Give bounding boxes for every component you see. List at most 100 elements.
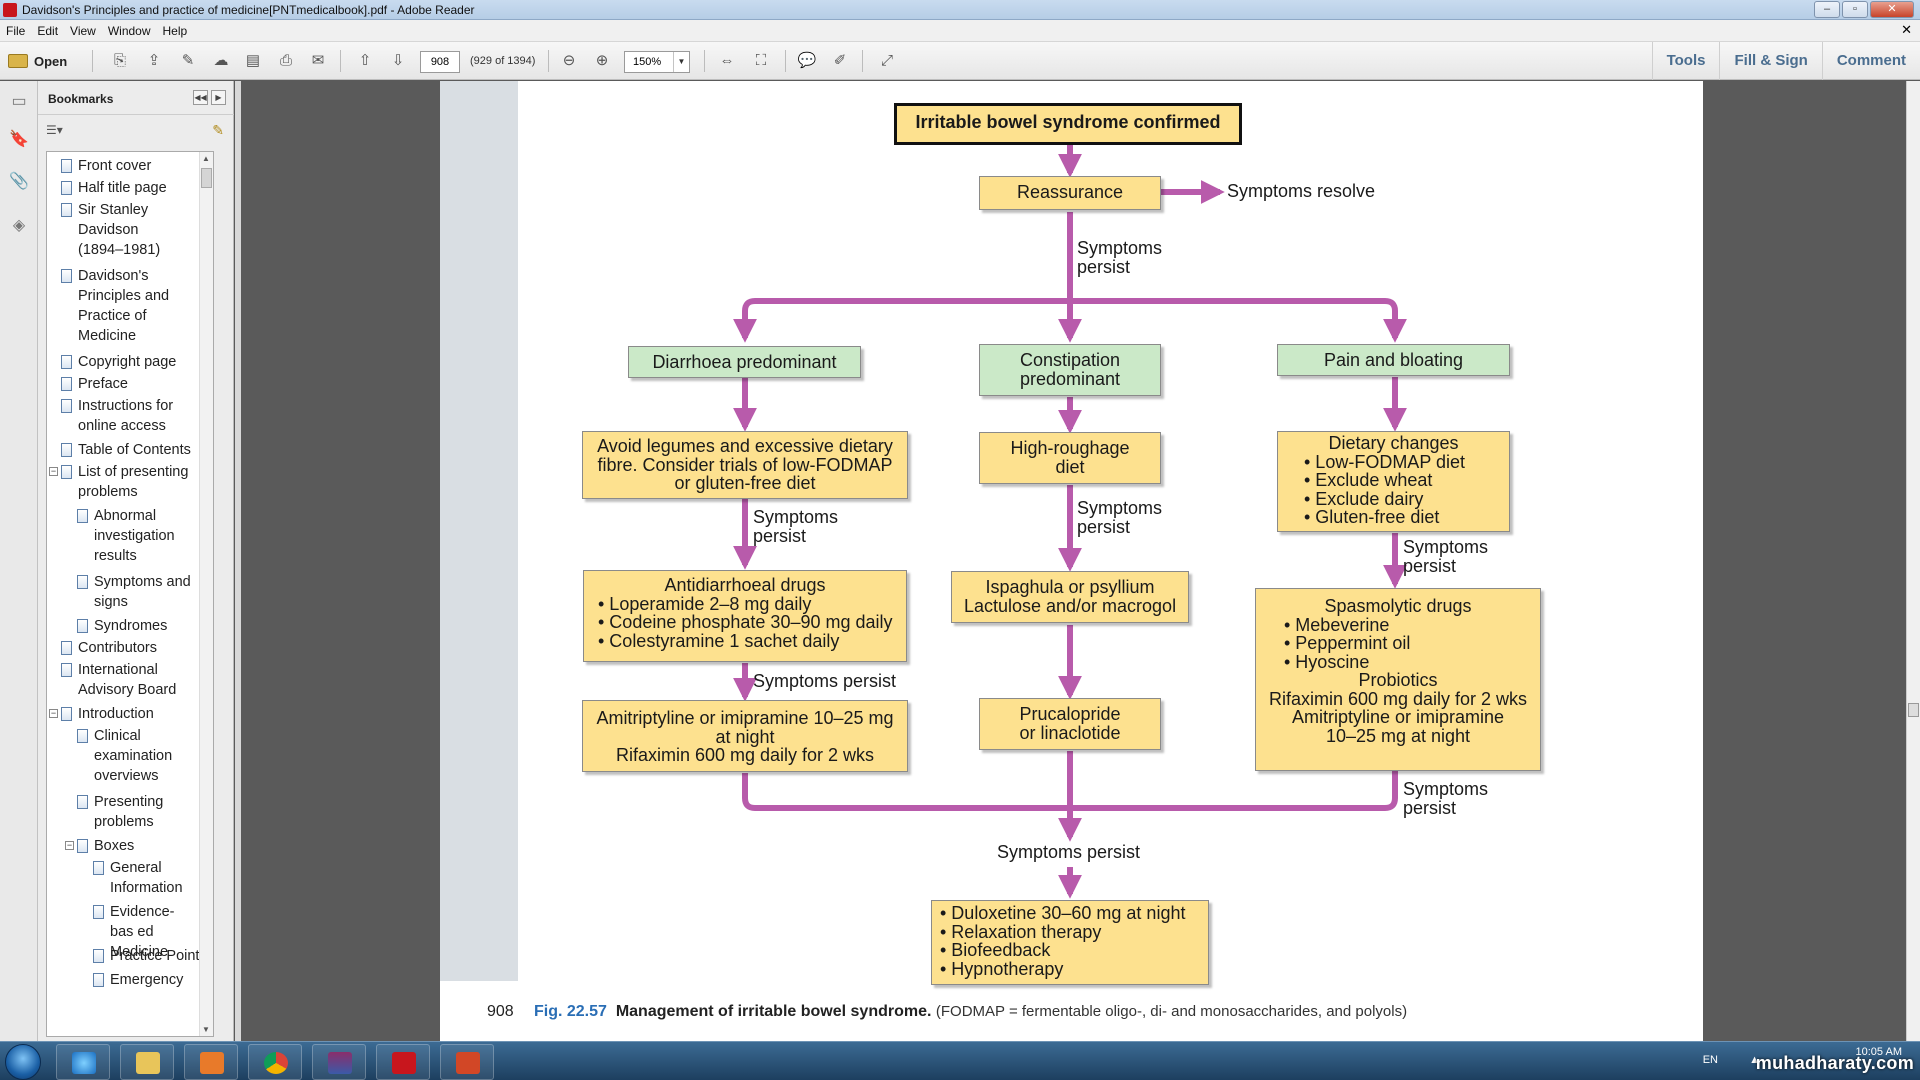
page-number-input[interactable]: 908 [420, 51, 460, 73]
toolbar-separator [785, 50, 786, 72]
chrome-task[interactable] [248, 1044, 302, 1080]
comment-link[interactable]: Comment [1821, 42, 1920, 80]
scroll-up-icon[interactable]: ▲ [202, 154, 210, 163]
document-area: Irritable bowel syndrome confirmed Reass… [241, 81, 1906, 1041]
bookmark-item[interactable]: Copyright page [61, 352, 201, 372]
print-icon[interactable]: ⎙ [279, 52, 292, 69]
collapse-toggle[interactable]: − [49, 466, 58, 476]
cloud-upload-icon[interactable]: ☁ [213, 52, 229, 69]
bookmark-item[interactable]: Practice Point [93, 946, 201, 966]
create-pdf-icon[interactable]: ⎘ [113, 52, 126, 69]
bookmark-item[interactable]: List of presenting problems [61, 462, 201, 502]
save-icon[interactable]: ▤ [245, 52, 261, 69]
winrar-task[interactable] [312, 1044, 366, 1080]
bookmark-item[interactable]: Symptoms and signs [77, 572, 197, 612]
collapse-toggle[interactable]: − [65, 840, 74, 850]
file-explorer-task[interactable] [120, 1044, 174, 1080]
edit-pdf-icon[interactable]: ✎ [181, 52, 195, 69]
bookmarks-title: Bookmarks [48, 92, 114, 106]
bookmark-icon [61, 465, 72, 479]
bookmarks-icon[interactable]: 🔖 [9, 131, 29, 148]
zoom-select[interactable]: 150% ▼ [624, 51, 690, 73]
toolbar-separator [548, 50, 549, 72]
layers-icon[interactable]: ◈ [12, 217, 26, 234]
collapse-toggle[interactable]: − [49, 708, 58, 718]
bookmark-icon [93, 973, 104, 987]
bookmark-item[interactable]: Syndromes [77, 616, 197, 636]
export-pdf-icon[interactable]: ⇪ [147, 52, 161, 69]
page-number: 908 [487, 1003, 514, 1020]
zoom-in-icon[interactable]: ⊕ [595, 52, 609, 69]
previous-page-icon[interactable]: ⇧ [358, 52, 372, 69]
bookmark-item[interactable]: Emergency [93, 970, 201, 990]
bookmark-item[interactable]: Preface [61, 374, 191, 394]
bookmark-item[interactable]: Davidson's Principles and Practice of Me… [61, 266, 177, 346]
media-player-task[interactable] [184, 1044, 238, 1080]
highlight-icon[interactable]: ✐ [833, 52, 847, 69]
menu-window[interactable]: Window [107, 24, 151, 38]
scroll-down-icon[interactable]: ▼ [202, 1025, 210, 1034]
menu-help[interactable]: Help [162, 24, 188, 38]
comment-icon[interactable]: 💬 [797, 52, 817, 69]
bookmark-item[interactable]: Table of Contents [61, 440, 201, 460]
menu-file[interactable]: File [6, 24, 26, 38]
clock[interactable]: 10:05 AM [1855, 1046, 1902, 1058]
zoom-out-icon[interactable]: ⊖ [562, 52, 576, 69]
collapse-panel-icon[interactable]: ◀◀ [193, 90, 208, 105]
bookmark-item[interactable]: Instructions for online access [61, 396, 185, 436]
internet-explorer-task[interactable] [56, 1044, 110, 1080]
bookmark-item[interactable]: Abnormal investigation results [77, 506, 187, 566]
open-button[interactable]: Open [8, 50, 67, 72]
powerpoint-task[interactable] [440, 1044, 494, 1080]
bookmark-item[interactable]: Evidence-bas ed Medicine [93, 902, 193, 962]
bookmark-item[interactable]: General Information [93, 858, 193, 898]
adobe-reader-icon [392, 1052, 416, 1074]
attachments-icon[interactable]: 📎 [9, 173, 29, 190]
new-bookmark-icon[interactable]: ✎ [212, 122, 224, 138]
bookmark-icon [77, 509, 88, 523]
bookmark-item[interactable]: Contributors [61, 638, 201, 658]
expand-panel-icon[interactable]: ▶ [211, 90, 226, 105]
bookmark-item[interactable]: Half title page [61, 178, 191, 198]
bookmarks-scrollbar[interactable]: ▲ ▼ [199, 152, 213, 1036]
bookmark-item[interactable]: Boxes [77, 836, 197, 856]
window-controls: – ▫ ✕ [1814, 1, 1914, 18]
bookmark-icon [61, 159, 72, 173]
minimize-button[interactable]: – [1814, 1, 1840, 18]
scrollbar-thumb[interactable] [1908, 703, 1919, 717]
adobe-reader-task[interactable] [376, 1044, 430, 1080]
menu-edit[interactable]: Edit [37, 24, 59, 38]
scrollbar-thumb[interactable] [201, 168, 212, 188]
email-icon[interactable]: ✉ [311, 52, 325, 69]
language-indicator[interactable]: EN [1702, 1054, 1718, 1066]
bookmark-item[interactable]: Clinical examination overviews [77, 726, 177, 786]
options-menu-icon[interactable]: ☰▾ [46, 123, 63, 137]
chevron-down-icon[interactable]: ▼ [673, 52, 689, 72]
expand-icon[interactable]: ⤢ [880, 52, 893, 69]
page-margin-strip [440, 81, 518, 981]
fit-width-icon[interactable]: ⇔ [719, 52, 735, 69]
bookmark-item[interactable]: Front cover [61, 156, 191, 176]
bookmark-item[interactable]: Sir Stanley Davidson (1894–1981) [61, 200, 171, 260]
bookmark-icon [93, 949, 104, 963]
fill-sign-link[interactable]: Fill & Sign [1719, 42, 1821, 80]
menu-view[interactable]: View [70, 24, 96, 38]
start-button[interactable] [5, 1044, 41, 1080]
maximize-button[interactable]: ▫ [1842, 1, 1868, 18]
panel-splitter[interactable] [235, 81, 241, 1041]
bookmark-icon [77, 839, 88, 853]
next-page-icon[interactable]: ⇩ [391, 52, 405, 69]
show-hidden-icons-icon[interactable]: ▲ [1749, 1054, 1760, 1066]
open-label: Open [34, 53, 68, 69]
close-button[interactable]: ✕ [1870, 1, 1914, 18]
page-thumbnails-icon[interactable]: ▭ [11, 93, 27, 110]
document-close-icon[interactable]: ✕ [1901, 22, 1912, 37]
bookmark-item[interactable]: International Advisory Board [61, 660, 187, 700]
tools-link[interactable]: Tools [1651, 42, 1720, 80]
document-scrollbar[interactable] [1906, 81, 1920, 1041]
fit-page-icon[interactable]: ⛶ [755, 52, 767, 69]
bookmark-item[interactable]: Presenting problems [77, 792, 187, 832]
bookmark-item[interactable]: Introduction [61, 704, 201, 724]
